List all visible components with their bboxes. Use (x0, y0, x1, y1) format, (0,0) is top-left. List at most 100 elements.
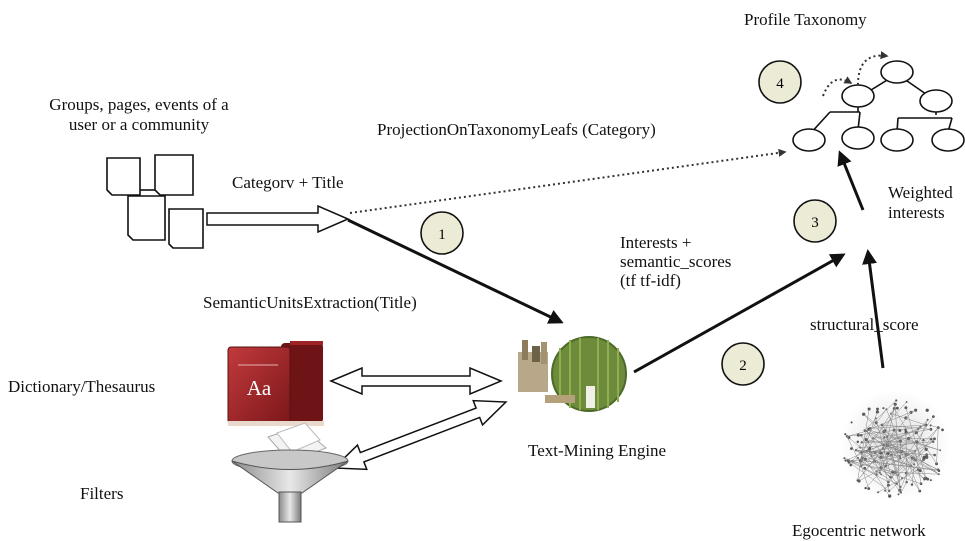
network-edge (857, 409, 870, 481)
network-node (923, 477, 927, 481)
taxonomy-tree-icon (792, 60, 965, 152)
dictionary-label: Dictionary/Thesaurus (8, 377, 156, 396)
network-edge (846, 436, 862, 466)
network-edge (885, 408, 895, 430)
profile-taxonomy-label: Profile Taxonomy (744, 10, 867, 29)
network-edge (864, 430, 939, 471)
network-node (844, 459, 847, 462)
network-edge (861, 465, 869, 489)
semantic-units-arrow (347, 218, 564, 324)
text-mining-engine-label: Text-Mining Engine (528, 441, 667, 460)
network-node (914, 408, 918, 412)
network-edge (911, 464, 915, 485)
network-edge (863, 414, 925, 480)
network-edge (868, 424, 926, 451)
network-edge (894, 408, 924, 460)
structural-score-arrow (862, 249, 885, 369)
taxonomy-dotted-curve-2 (857, 51, 889, 86)
network-edge (884, 437, 935, 440)
network-node (856, 440, 860, 444)
hollow-arrow-category-title (206, 204, 350, 234)
network-edge (868, 429, 941, 451)
step-3-number: 3 (811, 215, 819, 231)
network-node (895, 406, 899, 410)
weighted-to-taxonomy-arrow (837, 150, 865, 211)
network-edge (936, 427, 939, 464)
projection-dotted-arrow (349, 148, 787, 214)
step-2-number: 2 (739, 358, 747, 374)
network-node (844, 433, 847, 436)
network-edge (868, 429, 939, 475)
network-edge (870, 448, 884, 453)
network-edge (868, 409, 916, 431)
network-graph-icon (840, 390, 950, 500)
dictionary-double-arrow (329, 366, 503, 396)
network-edge (898, 449, 927, 475)
network-edge (910, 427, 939, 466)
network-node (850, 447, 853, 450)
network-edge (890, 413, 926, 426)
dictionary-book-icon: Aa (227, 341, 324, 426)
step-4-badge: 4 (758, 60, 802, 104)
network-edge (865, 459, 890, 497)
network-node (859, 446, 862, 449)
network-edge (887, 445, 902, 452)
dictionary-book-label: Aa (247, 376, 272, 400)
network-edge (886, 436, 901, 487)
network-node (887, 494, 892, 498)
step-1-badge: 1 (420, 211, 464, 255)
network-edge (876, 419, 928, 475)
network-edge (915, 459, 927, 479)
network-edge (916, 432, 937, 464)
network-edge (866, 439, 897, 484)
network-node (941, 428, 944, 432)
step-1-number: 1 (438, 227, 446, 243)
network-edge (880, 429, 895, 458)
network-edge (873, 438, 939, 475)
network-edge (860, 460, 938, 471)
network-edge (848, 462, 890, 492)
category-title-label: Categorv + Title (232, 173, 344, 192)
network-edge (862, 441, 901, 459)
interests-label-line2: semantic_scores (620, 252, 732, 271)
network-node (882, 407, 885, 410)
network-edge (861, 456, 900, 467)
network-edge (865, 472, 881, 489)
network-node (850, 421, 853, 424)
filters-label: Filters (80, 484, 124, 503)
network-node (918, 489, 922, 493)
network-edge (873, 429, 931, 439)
network-edge (886, 409, 920, 492)
network-edge (864, 400, 897, 431)
network-edge (870, 424, 926, 429)
interests-arrow (633, 253, 846, 374)
network-edge (888, 416, 934, 483)
network-node (925, 408, 929, 412)
network-node (929, 479, 932, 482)
network-edge (874, 451, 902, 462)
network-node (922, 438, 925, 442)
network-edge (876, 450, 916, 472)
network-edge (847, 426, 921, 437)
network-edge (860, 441, 934, 448)
text-mining-engine-icon (518, 336, 627, 412)
projection-label: ProjectionOnTaxonomyLeafs (Category) (377, 120, 656, 139)
network-edge (870, 450, 916, 453)
network-edge (852, 454, 907, 462)
network-edge (860, 411, 878, 461)
filters-double-arrow (332, 399, 508, 471)
step-4-number: 4 (776, 76, 784, 92)
network-node (876, 407, 879, 411)
network-edge (895, 427, 939, 473)
network-edge (846, 430, 867, 437)
network-edge (900, 482, 907, 493)
step-2-badge: 2 (721, 342, 765, 386)
network-edge (910, 409, 916, 413)
network-node (913, 463, 916, 466)
structural-score-label: structural_score (810, 315, 919, 334)
network-edge (856, 449, 876, 453)
network-edge (844, 457, 922, 484)
semantic-units-label: SemanticUnitsExtraction(Title) (203, 293, 417, 312)
network-node (922, 455, 926, 459)
